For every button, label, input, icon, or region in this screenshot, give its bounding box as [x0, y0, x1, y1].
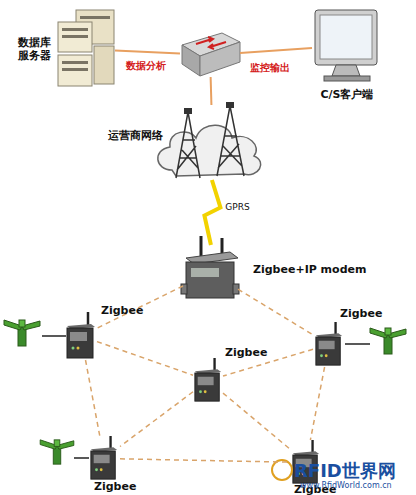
network-cloud	[158, 102, 261, 178]
modem-node: Zigbee+IP modem	[183, 245, 238, 300]
network-node: 运营商网络	[165, 105, 260, 180]
sprinkler-wire	[42, 335, 66, 337]
node-label: Zigbee	[101, 304, 151, 317]
node-label: Zigbee	[94, 480, 144, 493]
sprinkler-wire	[74, 457, 89, 459]
switch-arrows	[196, 37, 226, 49]
edge-label: 数据分析	[126, 59, 166, 73]
modem-icon	[181, 236, 239, 298]
node-label: 运营商网络	[99, 129, 163, 142]
monitor-frame	[315, 10, 377, 65]
edge-label: 监控输出	[250, 61, 290, 75]
zigbee-link	[238, 289, 313, 335]
zigbee-node: Zigbee	[88, 436, 120, 481]
cloud-outline	[158, 125, 261, 176]
modem-panel	[191, 268, 219, 277]
switch-icon	[182, 33, 240, 76]
zigbee-link	[120, 459, 290, 462]
zigbee-link	[97, 342, 193, 376]
modem-ear	[181, 284, 187, 294]
zigbee-node: Zigbee	[65, 312, 97, 360]
sprinkler-symbol	[40, 440, 74, 464]
modem-body	[186, 262, 234, 298]
server-slot	[62, 68, 88, 71]
node-label: Zigbee	[340, 307, 390, 320]
network-link	[115, 50, 180, 53]
sprinkler-symbol	[4, 320, 40, 346]
zigbee-device	[91, 436, 117, 479]
server-slot	[62, 28, 88, 31]
tower-antenna	[184, 108, 192, 114]
node-label: 数据库 服务器	[15, 36, 53, 62]
edge-label: GPRS	[225, 202, 249, 212]
server-unit	[94, 46, 114, 84]
server-unit	[58, 22, 92, 52]
server-node: 数据库 服务器	[55, 10, 115, 88]
server-slot	[80, 16, 110, 19]
zigbee-device	[195, 358, 221, 401]
network-link	[210, 77, 213, 105]
watermark: RFID世界网	[294, 459, 396, 483]
watermark-url: www.RfidWorld.com.cn	[300, 481, 392, 490]
zigbee-device	[316, 322, 342, 365]
tower-antenna	[226, 102, 234, 108]
sprinkler-symbol	[370, 328, 406, 354]
monitor-screen	[320, 15, 372, 59]
client-node: C/S客户端	[312, 8, 382, 83]
zigbee-node: Zigbee	[313, 322, 345, 367]
server-unit	[58, 55, 92, 86]
zigbee-link	[120, 392, 193, 447]
node-label: C/S客户端	[306, 88, 388, 101]
switch-front	[200, 42, 240, 76]
monitor-base	[324, 76, 370, 81]
zigbee-link	[310, 367, 324, 440]
tower-lattice	[217, 106, 244, 176]
node-label: Zigbee	[225, 346, 275, 359]
zigbee-link	[86, 360, 100, 436]
monitor-icon	[315, 10, 377, 81]
zigbee-node: Zigbee	[193, 358, 223, 403]
switch-node	[180, 33, 240, 77]
monitor-stand	[332, 65, 360, 76]
zigbee-device	[67, 312, 95, 358]
watermark-ring	[272, 460, 292, 480]
server-slot	[62, 35, 88, 38]
sprinkler-wire	[345, 343, 370, 345]
modem-antenna	[200, 236, 203, 256]
network-link	[240, 48, 312, 53]
zigbee-link	[97, 286, 183, 328]
node-label: Zigbee+IP modem	[253, 263, 373, 276]
switch-side	[182, 45, 200, 76]
gprs-bolt	[204, 180, 220, 245]
server-slot	[62, 61, 88, 64]
server-icon	[58, 10, 114, 86]
tower-lattice	[176, 112, 200, 178]
zigbee-link	[223, 393, 290, 449]
modem-ear	[233, 284, 239, 294]
